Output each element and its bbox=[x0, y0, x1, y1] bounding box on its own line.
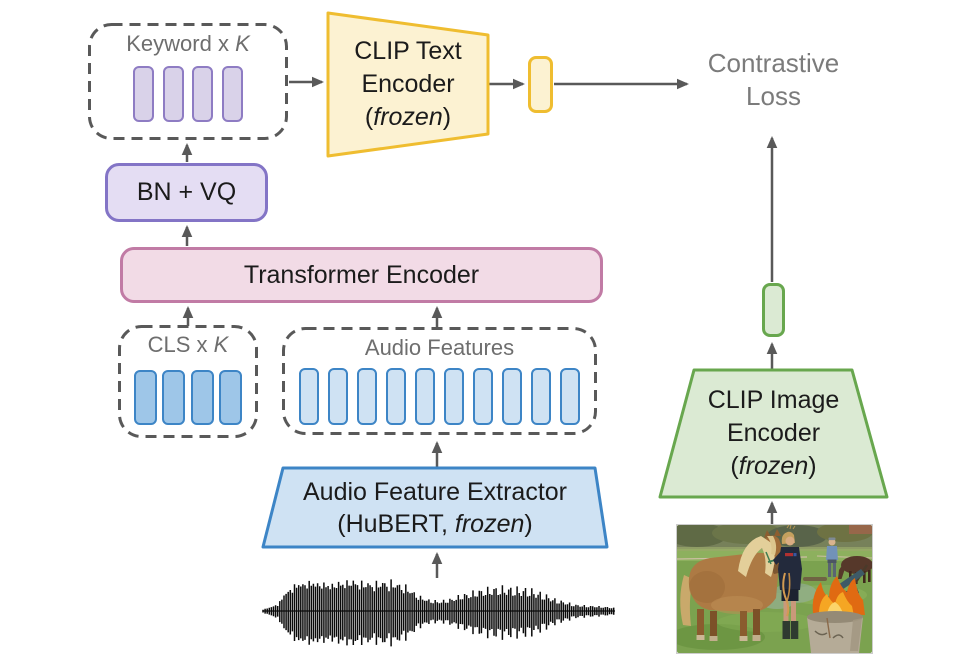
token bbox=[162, 66, 184, 122]
bn-vq-block: BN + VQ bbox=[105, 163, 268, 222]
audio-waveform bbox=[262, 579, 615, 647]
audio-feature-extractor-label: Audio Feature Extractor (HuBERT, frozen) bbox=[302, 477, 567, 538]
token bbox=[327, 368, 349, 425]
token bbox=[530, 368, 552, 425]
token bbox=[190, 370, 214, 425]
clip-image-encoder-label: CLIP Image Encoder (frozen) bbox=[707, 386, 840, 480]
text-embedding-token bbox=[528, 56, 553, 113]
input-photo bbox=[676, 524, 873, 654]
token bbox=[219, 370, 243, 425]
horse-mane bbox=[738, 536, 775, 577]
audio-features-token-row bbox=[295, 368, 585, 425]
token bbox=[356, 368, 378, 425]
transformer-encoder-label: Transformer Encoder bbox=[243, 260, 480, 289]
clip-text-encoder-shape bbox=[326, 11, 490, 158]
token bbox=[443, 368, 465, 425]
bn-vq-label: BN + VQ bbox=[136, 178, 237, 206]
image-embedding-token bbox=[762, 283, 785, 337]
token bbox=[385, 368, 407, 425]
rope bbox=[782, 572, 790, 617]
cls-box-label: CLS x K bbox=[147, 332, 229, 357]
keyword-box-outline bbox=[88, 23, 288, 140]
token bbox=[298, 368, 320, 425]
token bbox=[414, 368, 436, 425]
person-with-rope bbox=[773, 525, 802, 639]
keyword-token-row bbox=[129, 66, 247, 122]
foreground-horse bbox=[680, 529, 788, 641]
token bbox=[192, 66, 214, 122]
audio-feature-extractor-shape bbox=[261, 466, 609, 549]
token bbox=[501, 368, 523, 425]
cls-token-row bbox=[131, 370, 245, 425]
token bbox=[133, 370, 157, 425]
contrastive-loss-label: Contrastive Loss bbox=[707, 48, 840, 111]
token bbox=[221, 66, 243, 122]
token bbox=[162, 370, 186, 425]
audio-features-group: Audio Features bbox=[282, 327, 597, 435]
cls-tokens-group: CLS x K bbox=[118, 325, 258, 438]
clip-image-encoder-shape bbox=[658, 368, 889, 499]
cls-box-outline bbox=[118, 325, 258, 438]
audio-features-box-outline bbox=[282, 327, 597, 435]
arrows bbox=[181, 76, 778, 578]
token bbox=[472, 368, 494, 425]
token bbox=[133, 66, 155, 122]
clip-text-encoder-label: CLIP Text Encoder (frozen) bbox=[354, 37, 462, 131]
keyword-box-label: Keyword x K bbox=[126, 31, 250, 56]
background-person bbox=[826, 537, 838, 577]
dashed-outlines bbox=[88, 23, 597, 438]
token bbox=[559, 368, 581, 425]
fire-barrel bbox=[807, 564, 869, 653]
keyword-tokens-group: Keyword x K bbox=[88, 23, 288, 140]
audio-features-label: Audio Features bbox=[364, 335, 515, 360]
transformer-encoder-block: Transformer Encoder bbox=[120, 247, 603, 303]
